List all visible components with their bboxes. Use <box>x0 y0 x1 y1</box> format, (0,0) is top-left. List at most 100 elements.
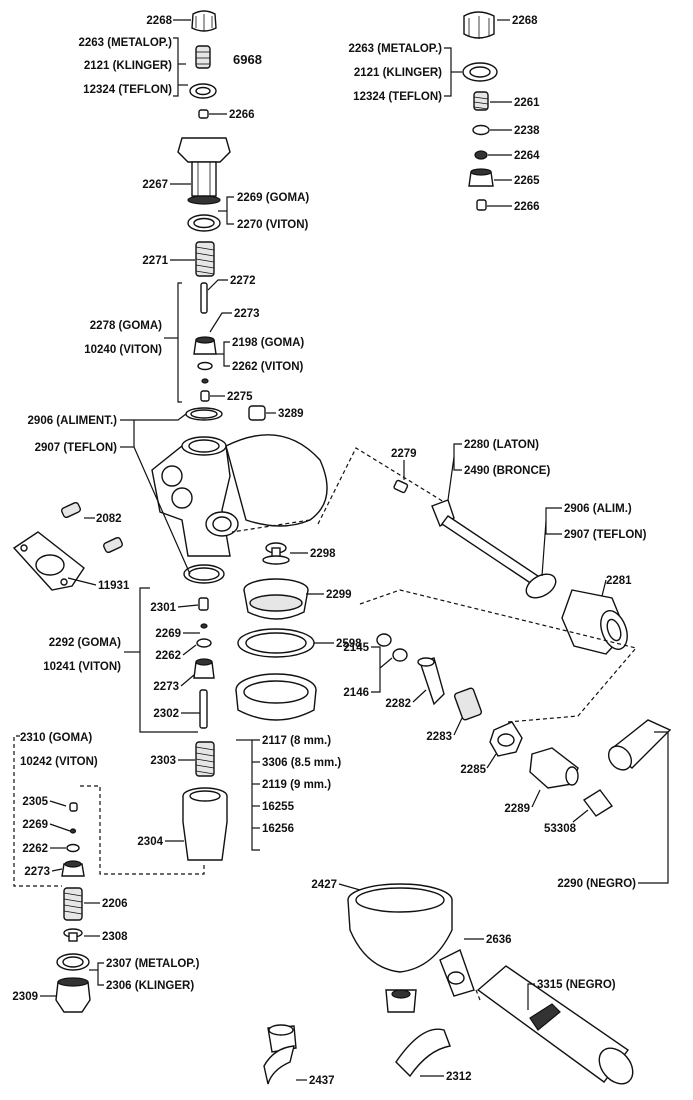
part-elbow-2289 <box>529 747 579 789</box>
label-2266-left: 2266 <box>229 109 255 121</box>
part-portafilter-2636 <box>347 883 475 997</box>
label-2267: 2267 <box>142 179 168 191</box>
part-spout-2312 <box>385 989 451 1078</box>
label-2289: 2289 <box>504 803 530 815</box>
label-2262-viton: 2262 (VITON) <box>232 361 304 373</box>
part-spring-2082 <box>61 501 123 554</box>
label-2636: 2636 <box>486 934 512 946</box>
part-gasket-2263-right-hole <box>469 66 491 78</box>
label-2117: 2117 (8 mm.) <box>262 735 331 747</box>
label-2266-right: 2266 <box>514 201 540 213</box>
part-screw-2266-right <box>476 199 487 211</box>
label-2082: 2082 <box>96 513 122 525</box>
part-piston-2273-upper <box>193 336 217 355</box>
label-2304: 2304 <box>137 836 163 848</box>
part-ball-2269-small <box>69 828 77 834</box>
label-16255: 16255 <box>262 801 295 813</box>
part-ball-2269 <box>200 623 208 629</box>
label-2273-low: 2273 <box>24 866 50 878</box>
part-piston-2273-lower <box>193 658 215 679</box>
label-2268-right: 2268 <box>512 15 538 27</box>
label-2264: 2264 <box>514 150 540 162</box>
label-2298: 2298 <box>310 548 336 560</box>
label-3289: 3289 <box>278 408 304 420</box>
label-2273-mid: 2273 <box>153 681 179 693</box>
part-washer-2262 <box>196 638 212 648</box>
part-washer-2238 <box>472 124 490 136</box>
label-2305: 2305 <box>22 796 48 808</box>
label-2301: 2301 <box>150 602 176 614</box>
label-2278: 2278 (GOMA) <box>90 320 162 332</box>
label-2598: 2598 <box>336 638 362 650</box>
label-2312: 2312 <box>446 1071 472 1083</box>
part-piston-2273-small <box>61 860 85 877</box>
label-2269-low: 2269 <box>22 819 48 831</box>
part-ball-upper <box>201 378 209 384</box>
label-2280: 2280 (LATON) <box>464 439 539 451</box>
part-gasket-2598-hole <box>245 632 307 654</box>
part-valve-body-2267 <box>177 137 231 205</box>
part-screen-6968 <box>195 45 211 69</box>
label-2263-right: 2263 (METALOP.) <box>348 43 442 55</box>
part-screw-2266-left <box>198 109 209 119</box>
part-cap-2268-left <box>191 10 217 32</box>
part-stem-2302 <box>199 689 208 729</box>
label-2907-right: 2907 (TEFLON) <box>564 529 647 541</box>
part-labels: 2268 2263 (METALOP.) 6968 2121 (KLINGER)… <box>12 15 646 1087</box>
part-seat-2308 <box>63 928 83 942</box>
part-washer-2145 <box>376 633 392 647</box>
part-pin-2301 <box>198 597 209 611</box>
label-2261: 2261 <box>514 97 540 109</box>
part-spring-2261 <box>473 91 489 111</box>
part-dispersion-screw-2298 <box>262 542 290 565</box>
part-gasket-2307-hole <box>62 956 84 968</box>
part-gasket-2263-left-hole <box>195 86 211 96</box>
label-2145: 2145 <box>343 642 369 654</box>
part-nozzle-2282 <box>417 657 445 706</box>
part-spring-2283 <box>453 687 483 721</box>
leader-lines <box>13 19 669 1081</box>
part-spring-2271 <box>195 241 215 277</box>
label-2279: 2279 <box>391 448 417 460</box>
label-2299: 2299 <box>326 589 352 601</box>
label-2269-goma: 2269 (GOMA) <box>237 192 309 204</box>
label-2263-left: 2263 (METALOP.) <box>78 37 172 49</box>
label-2146: 2146 <box>343 687 369 699</box>
part-pin-2279 <box>393 479 409 494</box>
label-2490: 2490 (BRONCE) <box>464 465 550 477</box>
part-valve-nut-2281 <box>561 589 628 655</box>
part-steam-knob-2290 <box>607 719 672 771</box>
label-10241: 10241 (VITON) <box>43 661 121 673</box>
label-2269-mid: 2269 <box>155 628 181 640</box>
label-12324-right: 12324 (TEFLON) <box>353 91 442 103</box>
label-2281: 2281 <box>606 575 632 587</box>
label-2270: 2270 (VITON) <box>237 219 309 231</box>
label-2306: 2306 (KLINGER) <box>106 980 194 992</box>
part-fitting-3289 <box>248 405 266 421</box>
label-2309: 2309 <box>12 991 38 1003</box>
label-2268-left: 2268 <box>146 15 172 27</box>
part-oring-2269-left-hole <box>193 217 215 229</box>
part-seat-2275 <box>200 390 210 402</box>
label-2303: 2303 <box>150 755 176 767</box>
label-2308: 2308 <box>102 931 128 943</box>
part-cylinder-2304 <box>182 787 228 861</box>
label-2310: 2310 (GOMA) <box>20 732 92 744</box>
label-2206: 2206 <box>102 898 128 910</box>
label-2427: 2427 <box>311 879 337 891</box>
part-cap-2268-right <box>463 11 495 39</box>
label-12324-left: 12324 (TEFLON) <box>83 84 172 96</box>
label-2307: 2307 (METALOP.) <box>106 958 200 970</box>
label-10242: 10242 (VITON) <box>20 756 98 768</box>
label-2906-aliment: 2906 (ALIMENT.) <box>28 415 118 427</box>
label-10240: 10240 (VITON) <box>84 344 162 356</box>
label-2437: 2437 <box>309 1075 335 1087</box>
label-2906-alim: 2906 (ALIM.) <box>564 503 632 515</box>
part-washer-2262-upper <box>197 361 213 371</box>
label-3306: 3306 (8.5 mm.) <box>262 757 341 769</box>
part-pin-2272 <box>200 282 208 314</box>
label-6968: 6968 <box>233 52 262 67</box>
label-2272: 2272 <box>230 275 256 287</box>
